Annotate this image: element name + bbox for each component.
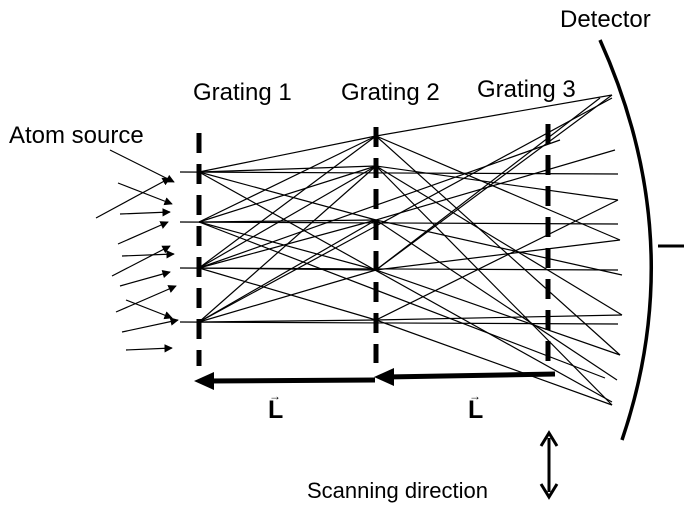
ray-path xyxy=(198,165,377,223)
separation-arrow-2 xyxy=(374,368,556,386)
incoming-arrow xyxy=(117,182,173,206)
incoming-arrow xyxy=(119,208,171,217)
incoming-arrow xyxy=(125,344,173,353)
ray-path xyxy=(375,319,613,406)
grating-3-label: Grating 3 xyxy=(477,76,576,103)
atom-ray-paths xyxy=(179,94,623,406)
detector-label: Detector xyxy=(560,6,651,33)
ray-path xyxy=(198,165,377,269)
ray-path xyxy=(198,165,377,173)
incoming-arrow xyxy=(115,285,177,313)
ray-path xyxy=(198,139,561,269)
ray-path xyxy=(198,135,377,173)
ray-path xyxy=(375,314,623,321)
ray-path xyxy=(375,219,623,276)
ray-path xyxy=(375,97,601,271)
grating-2-label: Grating 2 xyxy=(341,79,440,106)
incoming-atom-arrows xyxy=(95,149,179,353)
ray-path xyxy=(375,269,621,356)
grating-1-label: Grating 1 xyxy=(193,79,292,106)
scanning-direction-label: Scanning direction xyxy=(307,478,489,503)
ray-path xyxy=(375,94,613,271)
ray-path xyxy=(375,165,619,201)
incoming-arrow xyxy=(111,245,171,277)
incoming-arrow xyxy=(95,177,171,219)
incoming-arrow xyxy=(121,317,179,333)
incoming-arrow xyxy=(125,299,173,320)
ray-path xyxy=(198,135,377,269)
incoming-arrow xyxy=(109,149,175,183)
vector-arrow-icon: → xyxy=(469,389,481,403)
ray-path xyxy=(198,267,377,321)
ray-path xyxy=(179,321,619,325)
ray-path xyxy=(198,221,377,271)
ray-path xyxy=(179,267,619,271)
ray-path xyxy=(375,149,616,221)
ray-path xyxy=(198,269,377,323)
separation-2-symbol: L xyxy=(468,396,484,424)
ray-path xyxy=(198,97,613,323)
incoming-arrow xyxy=(117,221,169,245)
separation-1-label: → L xyxy=(268,389,284,425)
ray-path xyxy=(375,199,619,321)
ray-path xyxy=(375,135,621,241)
scanning-direction-arrow xyxy=(539,430,559,500)
ray-path xyxy=(198,165,377,323)
separation-arrow-1 xyxy=(194,372,376,390)
ray-path xyxy=(198,219,377,323)
incoming-arrow xyxy=(121,250,175,259)
incoming-arrow xyxy=(119,269,171,287)
ray-path xyxy=(375,135,621,356)
ray-path xyxy=(198,171,377,221)
separation-2-label: → L xyxy=(468,389,484,425)
ray-path xyxy=(179,221,619,225)
atom-source-label: Atom source xyxy=(9,122,144,149)
vector-arrow-icon: → xyxy=(269,389,281,403)
detector-screen xyxy=(598,39,654,441)
ray-path xyxy=(198,171,613,403)
ray-path xyxy=(375,165,613,406)
ray-path xyxy=(198,135,377,223)
separation-1-symbol: L xyxy=(268,396,284,424)
ray-path xyxy=(375,219,618,381)
ray-path xyxy=(179,171,619,175)
ray-path xyxy=(198,221,606,379)
ray-path xyxy=(375,239,621,271)
ray-path xyxy=(375,94,613,137)
